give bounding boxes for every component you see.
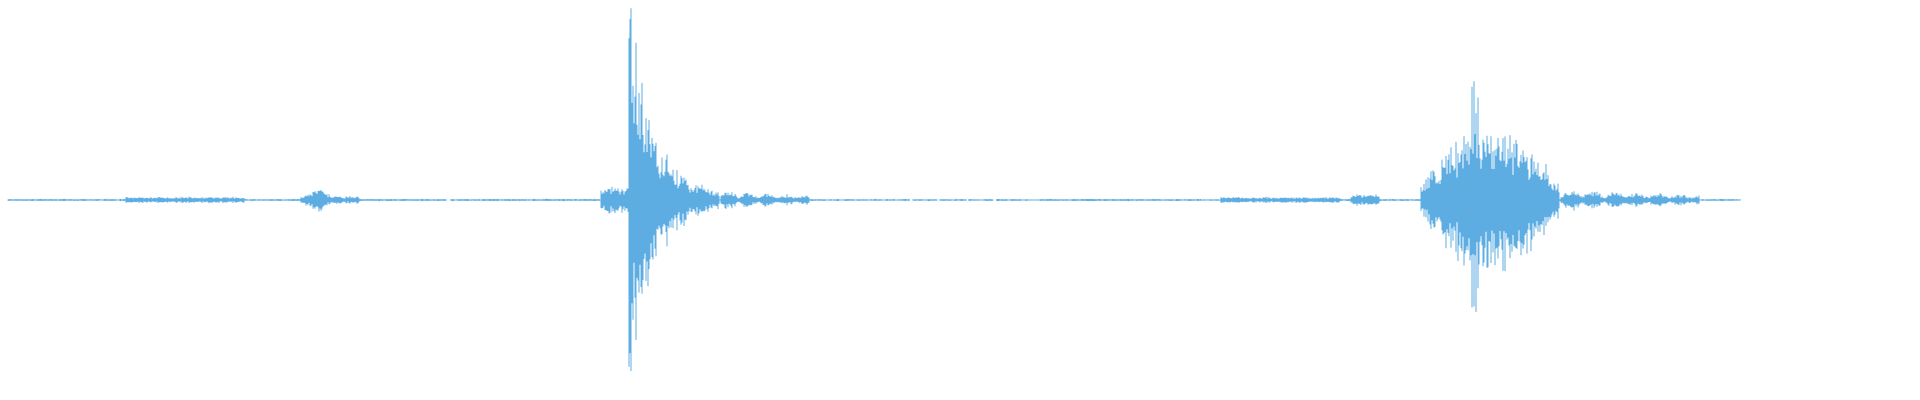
waveform-trace: [7, 8, 1741, 371]
